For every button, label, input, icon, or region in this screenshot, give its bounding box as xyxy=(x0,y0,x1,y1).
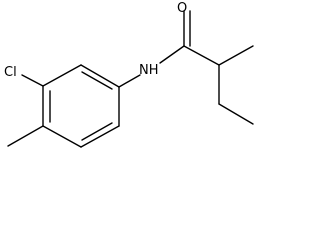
chlorine-label: Cl xyxy=(4,65,17,80)
carbonyl-alpha-bond xyxy=(183,45,220,66)
ethyl-terminal-bond xyxy=(218,103,254,125)
ring-bond-4 xyxy=(42,125,82,148)
nitrogen-carbonyl-bond xyxy=(159,45,185,64)
alpha-methyl-bond xyxy=(218,45,254,66)
carbonyl-oxygen-label: O xyxy=(177,1,187,16)
ring-methyl-bond xyxy=(7,125,44,147)
amide-nitrogen-label: NH xyxy=(139,63,159,78)
benzene-ring xyxy=(42,64,120,148)
ring-bond-1 xyxy=(80,64,120,88)
molecule-structure: Cl NH O xyxy=(4,1,254,148)
ring-nitrogen-bond xyxy=(118,74,141,88)
ring-bond-1-inner xyxy=(81,71,113,90)
chlorine-bond xyxy=(21,74,44,87)
ring-bond-2 xyxy=(42,64,82,87)
ring-bond-5 xyxy=(80,125,120,148)
ring-bond-5-inner xyxy=(81,122,113,141)
